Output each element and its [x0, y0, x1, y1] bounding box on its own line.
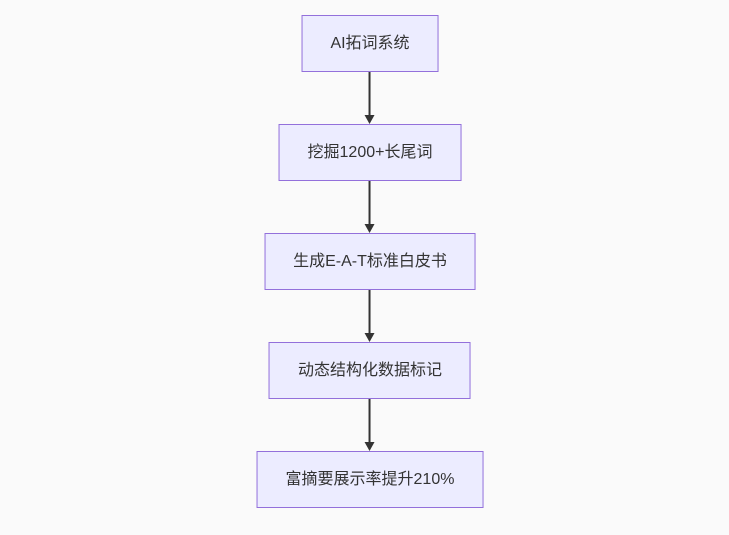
flowchart: AI拓词系统 挖掘1200+长尾词 生成E-A-T标准白皮书 动态结构化数据标记 — [256, 15, 484, 508]
flow-node-label: AI拓词系统 — [330, 34, 410, 52]
flow-node-ai-keyword-system: AI拓词系统 — [301, 15, 439, 72]
flow-edge-2 — [364, 181, 376, 233]
flow-node-longtail-mining: 挖掘1200+长尾词 — [278, 124, 462, 181]
flow-edge-3 — [364, 290, 376, 342]
edge-line — [369, 290, 371, 334]
flow-node-label: 生成E-A-T标准白皮书 — [293, 252, 447, 270]
edge-line — [369, 72, 371, 116]
flow-node-eat-whitepaper: 生成E-A-T标准白皮书 — [264, 233, 476, 290]
arrowhead-down-icon — [365, 442, 375, 451]
flow-node-rich-snippet-result: 富摘要展示率提升210% — [256, 451, 484, 508]
flow-node-structured-data-markup: 动态结构化数据标记 — [268, 342, 471, 399]
flow-edge-1 — [364, 72, 376, 124]
flow-node-label: 富摘要展示率提升210% — [285, 470, 455, 488]
flow-node-label: 动态结构化数据标记 — [297, 361, 442, 379]
arrowhead-down-icon — [365, 333, 375, 342]
arrowhead-down-icon — [365, 115, 375, 124]
edge-line — [369, 399, 371, 443]
edge-line — [369, 181, 371, 225]
flow-node-label: 挖掘1200+长尾词 — [307, 143, 433, 161]
flow-edge-4 — [364, 399, 376, 451]
arrowhead-down-icon — [365, 224, 375, 233]
